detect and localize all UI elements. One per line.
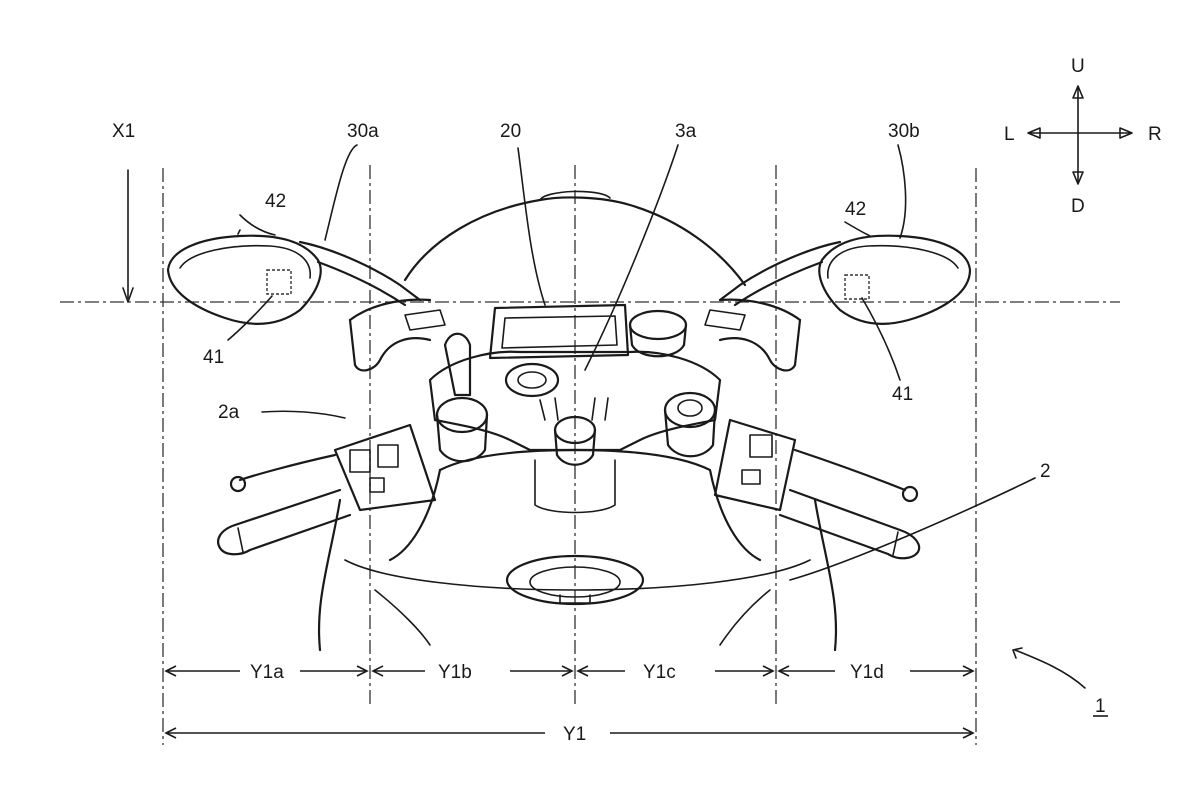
- label-3a: 3a: [675, 121, 697, 142]
- leader-42-right: [844, 221, 871, 237]
- leader-30b: [897, 144, 907, 239]
- label-x1: X1: [112, 121, 135, 142]
- leader-42-left: [239, 214, 276, 236]
- leader-2a: [261, 410, 346, 419]
- throttle-cable: [443, 332, 472, 397]
- direction-up: U: [1071, 56, 1085, 77]
- dim-y1c: Y1c: [643, 662, 676, 683]
- label-30a: 30a: [347, 121, 379, 142]
- leader-41-left: [227, 295, 273, 341]
- leader-20: [517, 147, 546, 306]
- sensor-box-left: [266, 269, 292, 295]
- label-30b: 30b: [888, 121, 920, 142]
- label-1: 1: [1095, 696, 1106, 717]
- label-41-left: 41: [203, 347, 224, 368]
- label-20: 20: [500, 121, 521, 142]
- front-cowl: [348, 298, 802, 372]
- direction-left: L: [1004, 124, 1015, 145]
- dim-y1a: Y1a: [250, 662, 284, 683]
- windscreen: [403, 190, 747, 287]
- sensor-box-right: [844, 274, 870, 300]
- direction-indicator: [1027, 85, 1133, 185]
- reservoir-tank: [628, 309, 688, 358]
- leader-1: [1014, 649, 1086, 689]
- left-handle-switch: [333, 423, 437, 512]
- mirror-right: [718, 234, 972, 325]
- leader-3a: [584, 144, 679, 371]
- mirror-left: [166, 234, 422, 325]
- instrument-meter: [488, 303, 630, 360]
- label-42-right: 42: [845, 199, 866, 220]
- dim-y1: Y1: [563, 724, 586, 745]
- x1-arrow: [122, 169, 134, 303]
- right-handle-switch: [713, 418, 797, 512]
- dim-y1d: Y1d: [850, 662, 884, 683]
- label-2: 2: [1040, 461, 1051, 482]
- leader-30a: [324, 144, 358, 241]
- labels: X1 30a 20 3a 30b 42 42 41 41 2a 2 1 U D …: [112, 56, 1162, 745]
- label-42-left: 42: [265, 191, 286, 212]
- label-41-right: 41: [892, 384, 913, 405]
- left-grip: [217, 453, 352, 556]
- dimension-lines: [164, 665, 975, 739]
- top-bridge: [428, 350, 722, 466]
- direction-down: D: [1071, 196, 1085, 217]
- fuel-tank: [317, 448, 838, 652]
- dim-y1b: Y1b: [438, 662, 472, 683]
- leader-2: [789, 477, 1036, 581]
- leader-41-right: [861, 297, 901, 381]
- right-grip: [778, 448, 921, 560]
- direction-right: R: [1148, 124, 1162, 145]
- label-2a: 2a: [218, 402, 240, 423]
- reference-lines: [60, 165, 1120, 745]
- leader-lines: [227, 144, 1086, 689]
